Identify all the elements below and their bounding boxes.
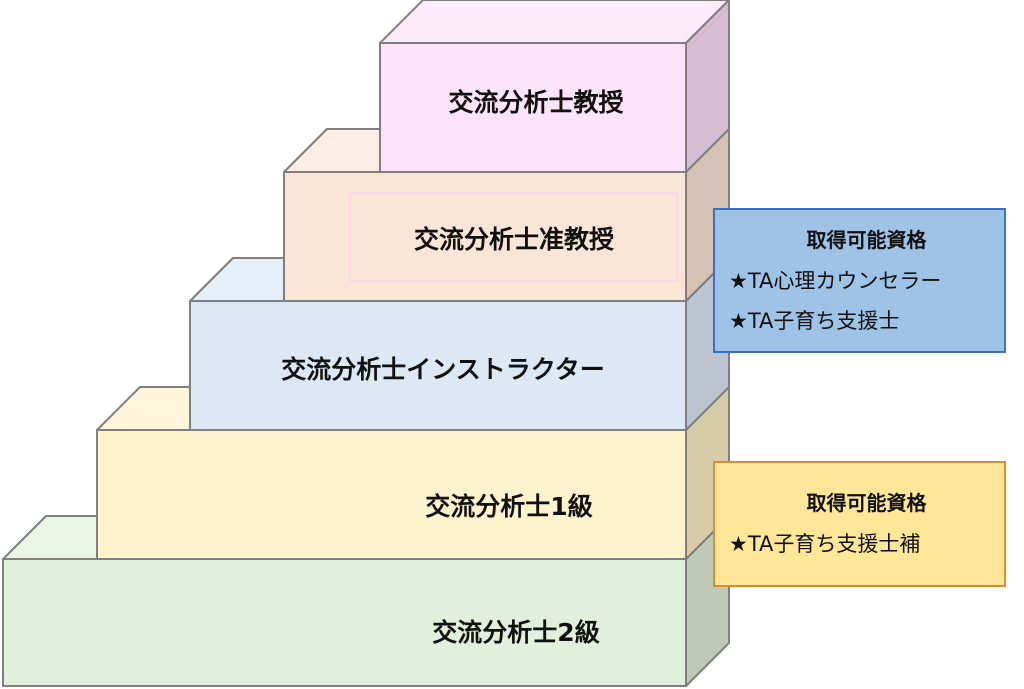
level-label-grade-1: 交流分析士1級 bbox=[425, 492, 592, 521]
level-label-professor: 交流分析士教授 bbox=[448, 88, 624, 117]
block-professor-front bbox=[379, 42, 687, 173]
qualification-item-ta-counselor: ★TA心理カウンセラー bbox=[729, 269, 942, 293]
block-grade-1-front bbox=[96, 429, 687, 560]
qualifications-upper-title: 取得可能資格 bbox=[806, 228, 927, 252]
level-label-grade-2: 交流分析士2級 bbox=[432, 618, 599, 647]
level-label-instructor: 交流分析士インストラクター bbox=[281, 355, 605, 384]
qualification-item-ta-child-support-assistant: ★TA子育ち支援士補 bbox=[729, 532, 921, 556]
qualifications-lower-box: 取得可能資格 ★TA子育ち支援士補 bbox=[713, 461, 1006, 587]
qualification-item-ta-child-support: ★TA子育ち支援士 bbox=[729, 309, 900, 333]
inner-highlight-frame bbox=[349, 192, 678, 282]
level-label-associate-professor: 交流分析士准教授 bbox=[414, 225, 615, 254]
qualifications-upper-box: 取得可能資格 ★TA心理カウンセラー ★TA子育ち支援士 bbox=[713, 208, 1006, 353]
qualifications-lower-title: 取得可能資格 bbox=[806, 491, 927, 515]
block-professor-top bbox=[379, 0, 730, 44]
